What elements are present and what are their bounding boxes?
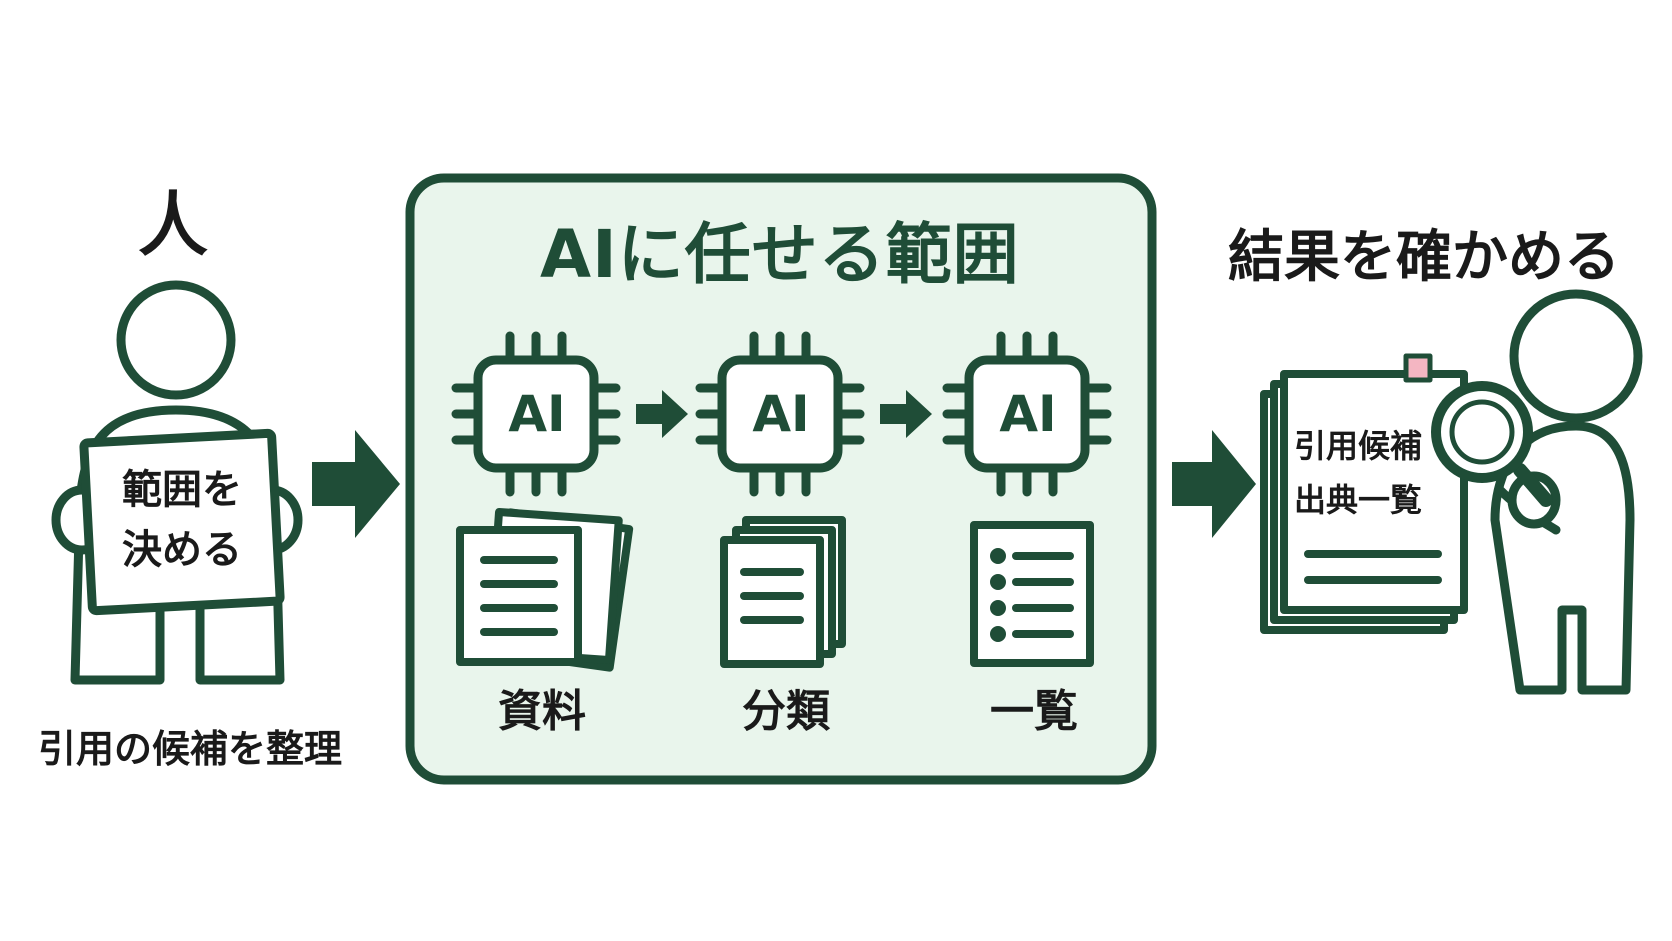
chip-2-label: AI	[752, 385, 810, 443]
arrow-chip1-to-chip2	[636, 390, 688, 438]
step-label-list: 一覧	[990, 686, 1078, 737]
list-document-icon	[970, 521, 1094, 667]
result-doc-line1: 引用候補	[1294, 427, 1423, 465]
chip-1-label: AI	[508, 385, 566, 443]
chip-3-label: AI	[999, 385, 1057, 443]
step-label-materials: 資料	[498, 686, 586, 737]
arrow-to-result	[1172, 430, 1256, 538]
documents-stack-icon	[456, 507, 634, 672]
reviewer-person-icon	[1490, 289, 1643, 695]
result-title: 結果を確かめる	[1228, 225, 1620, 290]
person-figure-icon	[51, 280, 303, 685]
arrow-chip2-to-chip3	[880, 390, 932, 438]
ai-chip-1-icon	[451, 331, 621, 497]
sign-text-line2: 決める	[122, 527, 242, 573]
arrow-to-ai-panel	[312, 430, 400, 538]
ai-chip-2-icon	[695, 331, 865, 497]
person-title: 人	[138, 184, 208, 266]
magnifier-icon	[1431, 381, 1553, 507]
result-document-icon	[1260, 353, 1468, 634]
sign-text-line1: 範囲を	[122, 467, 242, 513]
step-label-classify: 分類	[742, 686, 830, 737]
ai-panel-title: AIに任せる範囲	[540, 216, 1020, 293]
sorted-documents-icon	[720, 516, 846, 668]
ai-chip-3-icon	[942, 331, 1112, 497]
bookmark-tab	[1403, 353, 1433, 383]
person-caption: 引用の候補を整理	[38, 727, 343, 771]
sign-board	[79, 428, 285, 616]
result-doc-line2: 出典一覧	[1294, 481, 1423, 519]
